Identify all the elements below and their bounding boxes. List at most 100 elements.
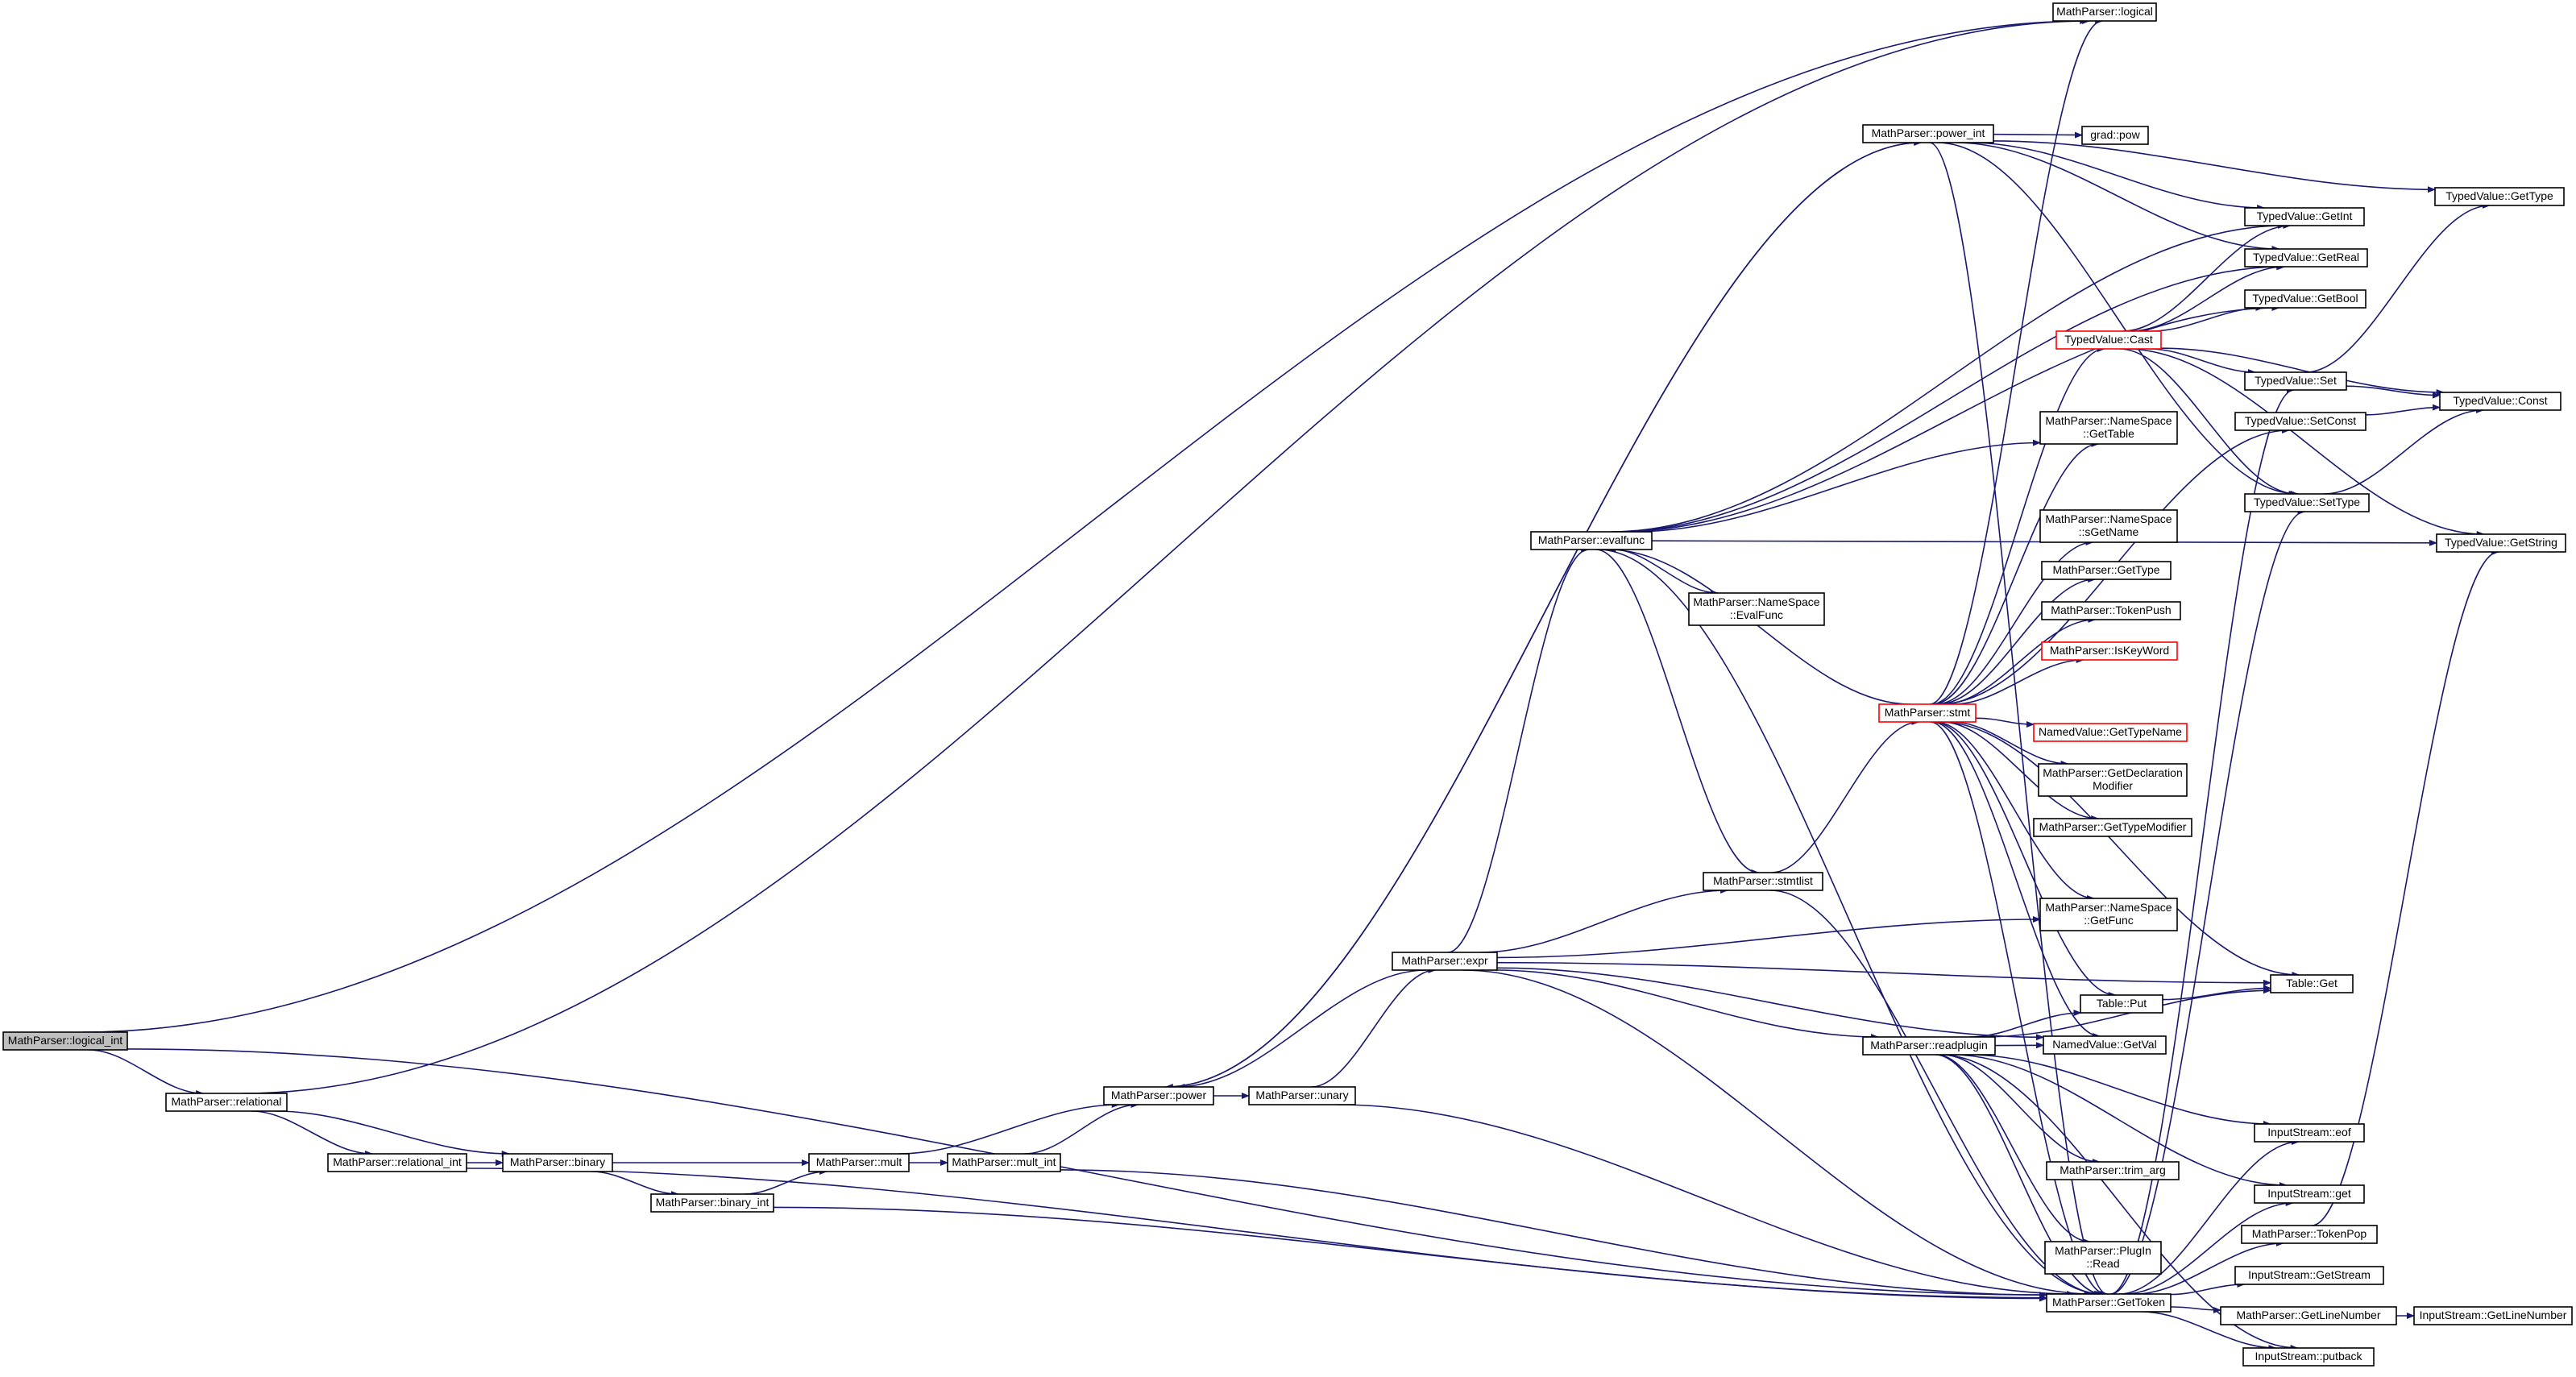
node-box: [2046, 1161, 2180, 1180]
node-tv-getint[interactable]: TypedValue::GetInt: [2244, 207, 2365, 226]
edge-power_int-to-gettoken: [1929, 142, 2109, 1297]
edge-tv_set-to-tv_gettype: [2305, 202, 2491, 373]
node-logical-int[interactable]: MathParser::logical_int: [2, 1031, 128, 1051]
edge-stmtlist-to-gettoken: [1769, 890, 2102, 1297]
edge-unary-to-gettoken: [1336, 1104, 2076, 1297]
node-label: InputStream::GetStream: [2248, 1268, 2371, 1281]
node-power-int[interactable]: MathParser::power_int: [1862, 124, 1994, 143]
node-readplugin[interactable]: MathParser::readplugin: [1862, 1036, 1996, 1056]
node-expr[interactable]: MathParser::expr: [1392, 952, 1498, 971]
node-iskeyword[interactable]: MathParser::IsKeyWord: [2041, 641, 2178, 661]
node-evalfunc[interactable]: MathParser::evalfunc: [1530, 531, 1653, 550]
node-mp-gettype[interactable]: MathParser::GetType: [2041, 561, 2172, 580]
node-box: [2270, 974, 2354, 993]
node-tv-set[interactable]: TypedValue::Set: [2244, 371, 2347, 391]
edge-stmt-to-ns_getfunc: [1935, 721, 2095, 902]
node-label: Table::Get: [2286, 977, 2337, 989]
edge-readplugin-to-plugin_read: [1935, 1054, 2091, 1245]
node-tv-setconst[interactable]: TypedValue::SetConst: [2234, 412, 2367, 431]
edge-gettoken-to-is_get: [2125, 1200, 2294, 1295]
edge-gettoken-to-is_getstream: [2170, 1281, 2246, 1296]
edge-binary_int-to-gettoken: [773, 1206, 2047, 1302]
edge-relational-to-relational_int: [251, 1110, 373, 1157]
node-box: [2041, 641, 2178, 661]
node-ns-gettable[interactable]: MathParser::NameSpace::GetTable: [2039, 411, 2178, 445]
node-tv-const[interactable]: TypedValue::Const: [2439, 392, 2561, 411]
node-logical[interactable]: MathParser::logical: [2052, 2, 2157, 22]
node-relational[interactable]: MathParser::relational: [165, 1093, 288, 1112]
node-tv-cast[interactable]: TypedValue::Cast: [2055, 330, 2162, 350]
node-box: [2039, 509, 2178, 543]
edge-power_int-to-tv_getint: [1968, 142, 2266, 211]
edge-readplugin-to-table_put: [1969, 1010, 2082, 1038]
node-unary[interactable]: MathParser::unary: [1248, 1086, 1356, 1105]
edge-stmt-to-table_put: [1933, 721, 2117, 998]
node-label: MathParser::mult_int: [952, 1155, 1056, 1168]
node-nv-gettypename[interactable]: NamedValue::GetTypeName: [2033, 723, 2188, 742]
node-table-put[interactable]: Table::Put: [2080, 994, 2163, 1014]
node-relational-int[interactable]: MathParser::relational_int: [327, 1153, 467, 1172]
node-tv-getreal[interactable]: TypedValue::GetReal: [2244, 248, 2368, 268]
node-power[interactable]: MathParser::power: [1103, 1086, 1214, 1105]
edge-stmt-to-nv_gettypename: [1975, 717, 2035, 728]
node-box: [2436, 533, 2566, 553]
node-box: [165, 1093, 288, 1112]
edge-stmt-to-iskeyword: [1953, 657, 2084, 705]
edge-expr-to-power: [1176, 969, 1426, 1090]
node-is-get[interactable]: InputStream::get: [2254, 1184, 2365, 1204]
node-mult[interactable]: MathParser::mult: [808, 1153, 910, 1172]
node-trim-arg[interactable]: MathParser::trim_arg: [2046, 1161, 2180, 1180]
node-label: MathParser::readplugin: [1870, 1039, 1988, 1051]
node-tv-settype[interactable]: TypedValue::SetType: [2244, 493, 2370, 512]
node-tokenpush[interactable]: MathParser::TokenPush: [2041, 601, 2181, 620]
edge-tv_cast-to-tv_set: [2148, 348, 2256, 375]
node-is-eof[interactable]: InputStream::eof: [2254, 1123, 2365, 1143]
node-tokenpop[interactable]: MathParser::TokenPop: [2241, 1225, 2378, 1244]
node-is-getstream[interactable]: InputStream::GetStream: [2234, 1266, 2384, 1285]
node-binary[interactable]: MathParser::binary: [502, 1153, 613, 1172]
node-box: [650, 1193, 774, 1213]
node-ns-getfunc[interactable]: MathParser::NameSpace::GetFunc: [2039, 898, 2178, 931]
node-binary-int[interactable]: MathParser::binary_int: [650, 1193, 774, 1213]
edge-expr-to-ns_getfunc: [1496, 916, 2041, 959]
edge-power_int-to-tv_gettype: [1993, 140, 2436, 193]
node-is-putback[interactable]: InputStream::putback: [2242, 1347, 2375, 1367]
edge-tv_cast-to-tv_getbool: [2151, 305, 2264, 332]
edge-logical_int-to-relational: [88, 1049, 205, 1097]
edge-stmtlist-to-stmt: [1771, 719, 1920, 873]
node-label: MathParser::power: [1111, 1089, 1207, 1101]
edge-binary_int-to-mult: [744, 1168, 828, 1195]
edge-tv_set-to-tv_const: [2346, 385, 2441, 399]
node-mp-getlinenumber[interactable]: MathParser::GetLineNumber: [2220, 1306, 2397, 1325]
node-plugin-read[interactable]: MathParser::PlugIn::Read: [2044, 1241, 2162, 1275]
node-nv-getval[interactable]: NamedValue::GetVal: [2043, 1035, 2167, 1055]
node-gettypemod[interactable]: MathParser::GetTypeModifier: [2033, 818, 2192, 837]
node-label: MathParser::GetDeclaration: [2043, 766, 2183, 779]
node-stmtlist[interactable]: MathParser::stmtlist: [1703, 872, 1823, 891]
node-label: ::GetTable: [2083, 427, 2134, 440]
node-gettoken[interactable]: MathParser::GetToken: [2046, 1293, 2172, 1313]
node-box: [2220, 1306, 2397, 1325]
edge-tv_cast-to-tv_getreal: [2130, 263, 2286, 332]
node-box: [2242, 1347, 2375, 1367]
node-box: [2244, 371, 2347, 391]
edge-tv_cast-to-tv_settype: [2119, 348, 2297, 497]
node-box: [2043, 1035, 2167, 1055]
node-table-get[interactable]: Table::Get: [2270, 974, 2354, 993]
node-ns-sgetname[interactable]: MathParser::NameSpace::sGetName: [2039, 509, 2178, 543]
node-is-getlinenumber[interactable]: InputStream::GetLineNumber: [2413, 1306, 2573, 1325]
node-tv-getstring[interactable]: TypedValue::GetString: [2436, 533, 2566, 553]
node-grad-pow[interactable]: grad::pow: [2081, 126, 2149, 145]
edge-relational-to-binary: [275, 1110, 510, 1157]
node-label: MathParser::NameSpace: [2045, 901, 2172, 914]
node-tv-getbool[interactable]: TypedValue::GetBool: [2244, 289, 2367, 309]
node-label: MathParser::PlugIn: [2055, 1244, 2151, 1257]
edge-expr-to-nv_getval: [1496, 967, 2044, 1041]
node-stmt[interactable]: MathParser::stmt: [1878, 703, 1977, 723]
node-ns-evalfunc[interactable]: MathParser::NameSpace::EvalFunc: [1688, 592, 1825, 626]
node-mult-int[interactable]: MathParser::mult_int: [947, 1153, 1061, 1172]
node-box: [2244, 493, 2370, 512]
node-tv-gettype[interactable]: TypedValue::GetType: [2434, 187, 2565, 206]
